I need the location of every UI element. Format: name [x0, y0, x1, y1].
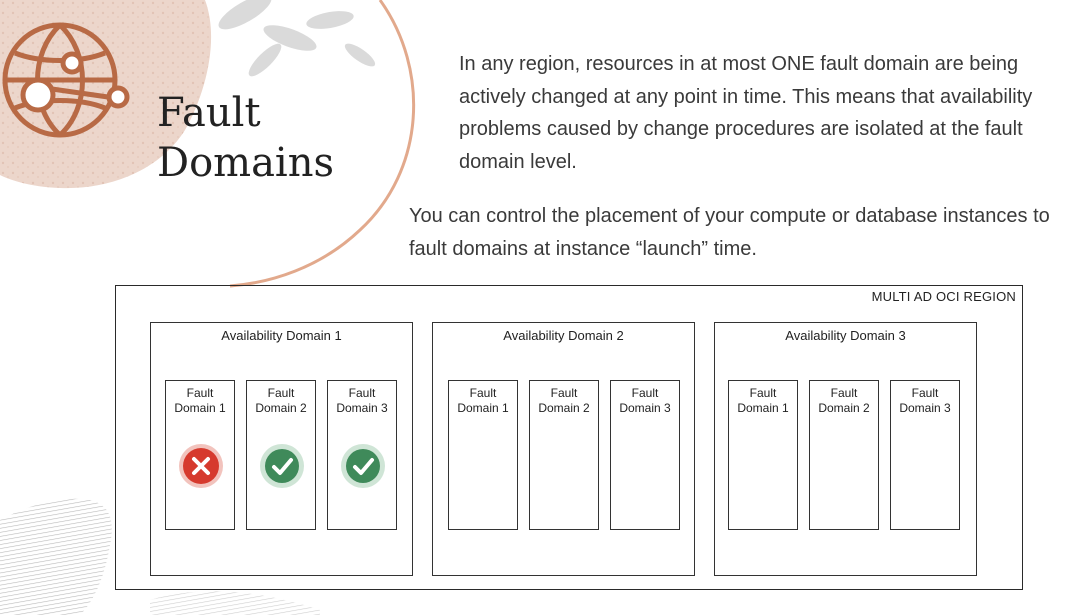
- fault-domain-1: Fault Domain 1: [728, 380, 798, 530]
- fault-domain-1: Fault Domain 1: [165, 380, 235, 530]
- fd-label: Fault Domain 3: [336, 386, 388, 415]
- title-line-2: Domains: [157, 140, 335, 186]
- ad-title: Availability Domain 2: [503, 328, 624, 343]
- fault-domain-1: Fault Domain 1: [448, 380, 518, 530]
- slide-title: Fault Domains: [157, 88, 334, 188]
- availability-domain-3: Availability Domain 3 Fault Domain 1 Fau…: [714, 322, 977, 576]
- fault-domain-2: Fault Domain 2: [529, 380, 599, 530]
- body-paragraph-2: You can control the placement of your co…: [409, 205, 1050, 260]
- fault-domain-3: Fault Domain 3: [327, 380, 397, 530]
- ad-title: Availability Domain 3: [785, 328, 906, 343]
- availability-domain-2: Availability Domain 2 Fault Domain 1 Fau…: [432, 322, 695, 576]
- title-line-1: Fault: [157, 90, 261, 136]
- fd-label: Fault Domain 1: [737, 386, 789, 415]
- globe-network-icon: [2, 22, 130, 138]
- fd-label: Fault Domain 2: [538, 386, 590, 415]
- fd-label: Fault Domain 1: [174, 386, 226, 415]
- fd-label: Fault Domain 3: [619, 386, 671, 415]
- availability-domain-1: Availability Domain 1 Fault Domain 1 Fau…: [150, 322, 413, 576]
- fault-domain-2: Fault Domain 2: [809, 380, 879, 530]
- ad-title: Availability Domain 1: [221, 328, 342, 343]
- hatched-decor-shape: [0, 498, 112, 615]
- check-circle-icon: [260, 444, 304, 488]
- fd-label: Fault Domain 2: [255, 386, 307, 415]
- body-paragraph-1: In any region, resources in at most ONE …: [459, 53, 1033, 173]
- fd-label: Fault Domain 2: [818, 386, 870, 415]
- leaf-decor: [218, 0, 376, 77]
- fd-label: Fault Domain 3: [899, 386, 951, 415]
- region-label: MULTI AD OCI REGION: [871, 289, 1016, 304]
- fd-label: Fault Domain 1: [457, 386, 509, 415]
- check-circle-icon: [341, 444, 385, 488]
- region-box: MULTI AD OCI REGION Availability Domain …: [115, 285, 1023, 590]
- fault-domain-3: Fault Domain 3: [610, 380, 680, 530]
- fault-domain-2: Fault Domain 2: [246, 380, 316, 530]
- x-circle-icon: [179, 444, 223, 488]
- fault-domain-3: Fault Domain 3: [890, 380, 960, 530]
